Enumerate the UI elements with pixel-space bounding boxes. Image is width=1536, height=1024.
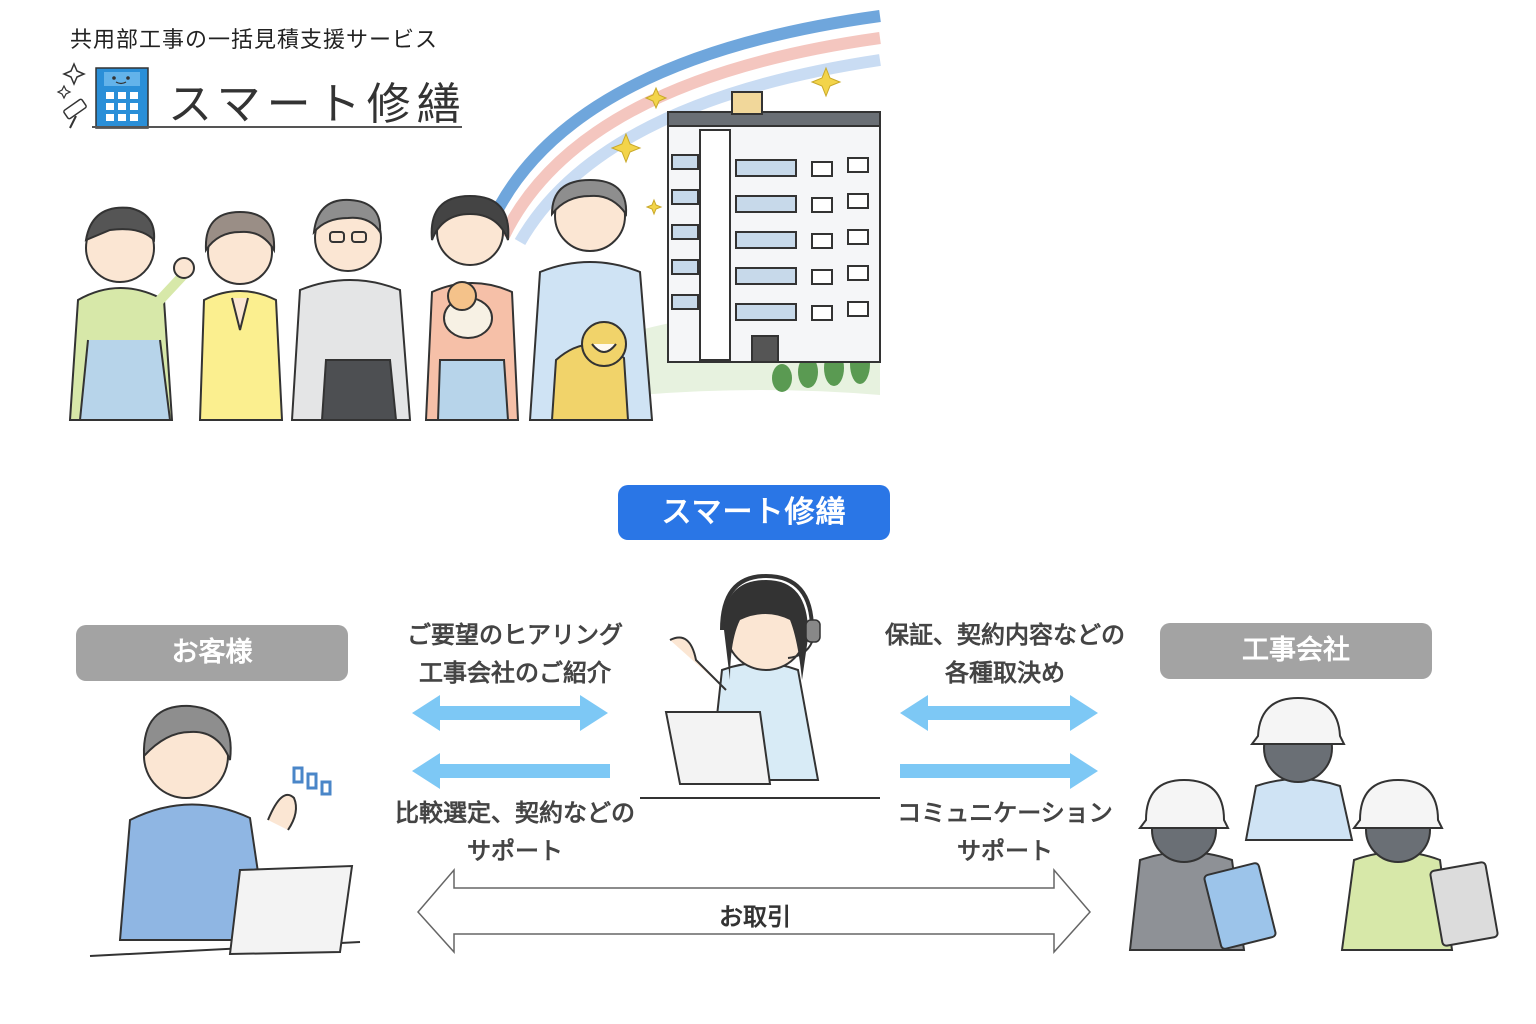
customer-label-badge: お客様: [76, 625, 348, 681]
family-group-illustration: [68, 178, 654, 421]
label-line: サポート: [957, 837, 1053, 865]
operator-with-headset-illustration: [640, 573, 880, 799]
label-line: 比較選定、契約などの: [395, 799, 635, 827]
service-tagline: 共用部工事の一括見積支援サービス: [70, 28, 439, 53]
hearing-introduction-label: ご要望のヒアリング 工事会社のご紹介: [370, 616, 660, 692]
logo-wordmark: スマート修繕: [168, 79, 467, 130]
label-line: コミュニケーション: [897, 799, 1113, 827]
apartment-building-icon: [667, 91, 881, 363]
customer-with-laptop-illustration: [89, 704, 361, 957]
building-logo-icon: [56, 62, 149, 129]
logo-underline: [92, 126, 462, 128]
right-arrow-icon: [900, 753, 1098, 789]
left-arrow-icon: [412, 753, 610, 789]
label-line: サポート: [467, 837, 563, 865]
construction-workers-illustration: [1128, 696, 1499, 951]
selection-contract-support-label: 比較選定、契約などの サポート: [360, 794, 670, 870]
communication-support-label: コミュニケーション サポート: [860, 794, 1150, 870]
label-line: 工事会社のご紹介: [419, 659, 611, 687]
label-line: ご要望のヒアリング: [407, 621, 623, 649]
hero-illustration: [68, 10, 881, 421]
rainbow-arc: [482, 10, 881, 245]
contractor-label-badge: 工事会社: [1160, 623, 1432, 679]
double-arrow-icon: [412, 695, 608, 731]
warranty-contract-label: 保証、契約内容などの 各種取決め: [860, 616, 1150, 692]
transaction-label: お取引: [719, 903, 791, 931]
double-arrow-icon: [900, 695, 1098, 731]
transaction-double-arrow-icon: [417, 867, 1091, 954]
service-title-badge: スマート修繕: [618, 485, 890, 540]
label-line: 各種取決め: [945, 659, 1065, 687]
label-line: 保証、契約内容などの: [885, 621, 1125, 649]
